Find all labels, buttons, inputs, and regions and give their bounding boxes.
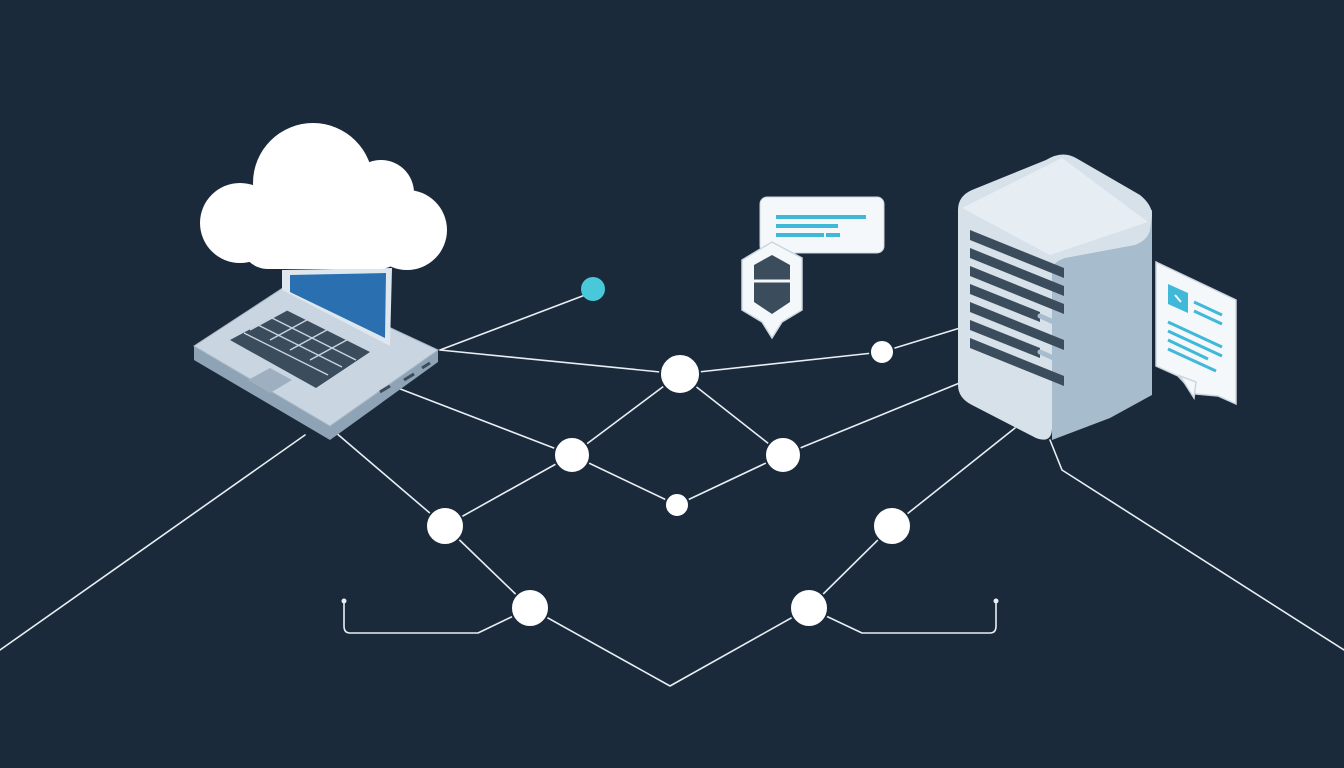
network-node — [553, 436, 591, 474]
connection-line — [439, 349, 681, 375]
document-bubble-icon — [1155, 260, 1237, 406]
network-node — [869, 339, 895, 365]
network-node — [764, 436, 802, 474]
status-dot-icon — [581, 277, 605, 301]
connection-line — [0, 434, 306, 651]
connection-line — [782, 381, 963, 456]
network-node — [425, 506, 465, 546]
cloud-icon — [200, 123, 447, 270]
connection-line — [334, 431, 446, 527]
connection-line — [343, 601, 531, 634]
connection-lines — [0, 291, 1344, 687]
connection-line — [891, 427, 1016, 527]
connection-line — [1049, 439, 1344, 651]
connection-line — [444, 454, 573, 527]
connection-line — [881, 327, 961, 353]
laptop-icon — [193, 268, 439, 440]
line-endpoint — [993, 598, 999, 604]
network-node — [659, 353, 701, 395]
connection-line — [529, 607, 810, 687]
network-node — [789, 588, 829, 628]
connection-line — [389, 384, 573, 456]
server-icon — [958, 154, 1152, 440]
network-nodes — [425, 339, 912, 628]
network-node — [510, 588, 550, 628]
connection-line — [571, 373, 681, 456]
network-node — [664, 492, 690, 518]
network-node — [872, 506, 912, 546]
connection-line — [676, 454, 784, 506]
connection-line — [808, 601, 997, 634]
connection-line — [439, 291, 594, 351]
chat-bubble-icon — [759, 196, 885, 254]
message-shield-icon — [741, 241, 803, 340]
connection-line — [679, 351, 883, 375]
connection-line — [679, 373, 784, 456]
line-endpoint — [341, 598, 347, 604]
connection-line — [571, 454, 678, 506]
